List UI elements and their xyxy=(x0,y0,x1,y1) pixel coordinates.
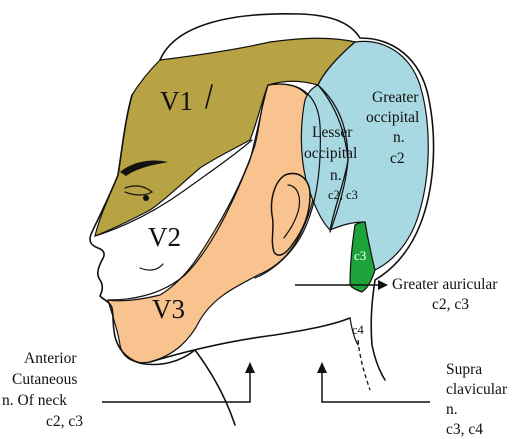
label-c4: c4 xyxy=(352,323,365,337)
label-lesser-occipital-1: Lesser xyxy=(312,124,353,141)
label-v1: V1 xyxy=(160,86,193,116)
neck-back-dashed xyxy=(358,340,370,390)
arrow-supraclavicular xyxy=(317,362,430,402)
label-v2: V2 xyxy=(148,222,181,252)
callout-anterior-cutaneous-1: Anterior xyxy=(24,350,77,367)
arrow-anterior-cutaneous xyxy=(102,362,255,402)
callout-supraclavicular-4: c3, c4 xyxy=(446,421,483,438)
label-c3: c3 xyxy=(354,248,366,263)
callout-supraclavicular-1: Supra xyxy=(446,361,482,378)
label-lesser-occipital-3: n. xyxy=(330,167,342,184)
callout-anterior-cutaneous-2: Cutaneous xyxy=(12,371,77,388)
callout-anterior-cutaneous-3: n. Of neck xyxy=(2,392,67,409)
label-greater-occipital-4: c2 xyxy=(390,150,405,167)
callout-greater-auricular-2: c2, c3 xyxy=(432,296,469,313)
callout-supraclavicular-3: n. xyxy=(446,401,458,418)
label-v3: V3 xyxy=(152,294,185,324)
label-greater-occipital-3: n. xyxy=(393,129,405,146)
label-lesser-occipital-4: c2, c3 xyxy=(328,188,358,202)
callout-greater-auricular-1: Greater auricular xyxy=(392,276,498,293)
label-lesser-occipital-2: occipital xyxy=(304,145,357,162)
neck-front-line xyxy=(195,350,235,425)
pupil xyxy=(143,195,149,201)
callout-supraclavicular-2: clavicular xyxy=(446,381,508,398)
callout-anterior-cutaneous-4: c2, c3 xyxy=(46,413,83,430)
nose-line xyxy=(140,264,163,270)
label-greater-occipital-2: occipital xyxy=(366,109,419,126)
label-greater-occipital-1: Greater xyxy=(372,89,419,106)
